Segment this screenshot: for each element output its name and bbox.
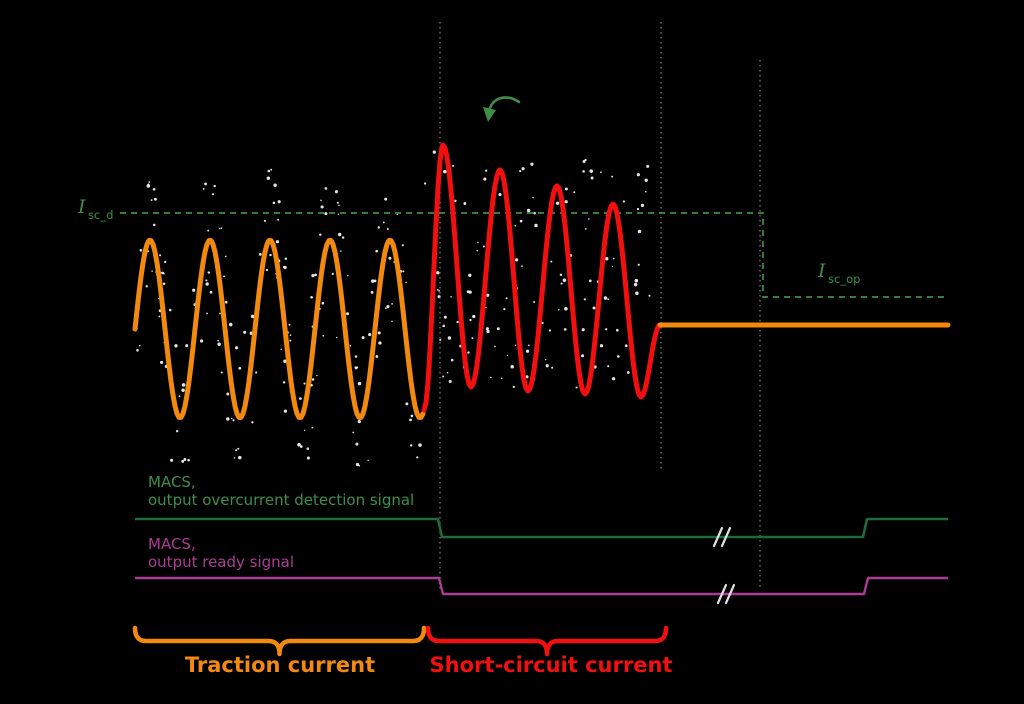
ready-signal-trace (135, 576, 948, 596)
macs-detection-label: MACS, output overcurrent detection signa… (148, 473, 414, 509)
svg-text:sc_d: sc_d (88, 208, 113, 222)
short-circuit-waveform (421, 142, 663, 413)
isc-op-label: I sc_op (817, 260, 860, 286)
svg-text:output overcurrent detection s: output overcurrent detection signal (148, 491, 414, 509)
svg-text:MACS,: MACS, (148, 535, 196, 553)
traction-brace-caption: Traction current (185, 653, 375, 677)
time-break-marks (712, 526, 736, 605)
macs-ready-label: MACS, output ready signal (148, 535, 294, 571)
short-circuit-brace (425, 625, 669, 657)
detection-signal-trace (135, 517, 948, 539)
svg-text:MACS,: MACS, (148, 473, 196, 491)
traction-brace (132, 625, 427, 657)
traction-waveform (132, 238, 426, 420)
short-circuit-brace-caption: Short-circuit current (430, 653, 673, 677)
isc-d-label: I sc_d (77, 196, 113, 222)
threshold-step-line (120, 212, 948, 298)
svg-text:sc_op: sc_op (828, 272, 860, 286)
curved-arrow-icon (483, 96, 521, 122)
svg-text:I: I (77, 196, 86, 218)
svg-text:output ready signal: output ready signal (148, 553, 294, 571)
svg-text:I: I (817, 260, 826, 282)
